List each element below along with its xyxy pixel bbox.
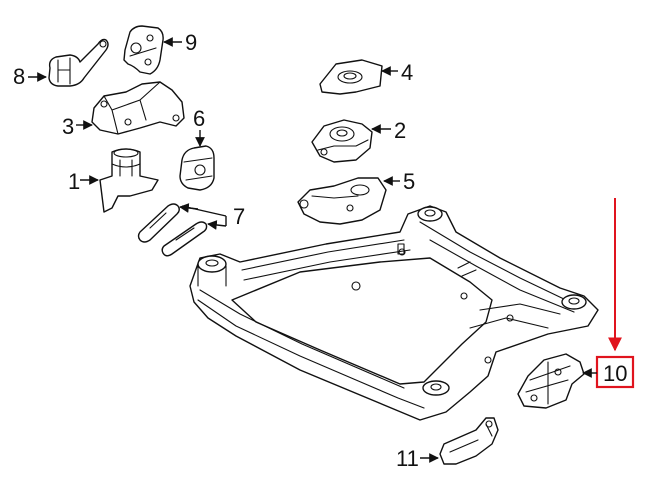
callout-9: 9 (163, 30, 197, 55)
svg-text:9: 9 (185, 30, 197, 55)
callout-4: 4 (381, 60, 413, 85)
part-11-lower-mount (439, 417, 499, 465)
part-7-torque-rods (137, 203, 208, 257)
part-5-lower-bracket (297, 177, 387, 225)
callout-1: 1 (68, 169, 99, 194)
svg-text:4: 4 (401, 60, 413, 85)
part-8-torque-rod (48, 38, 109, 87)
svg-text:6: 6 (193, 106, 205, 131)
svg-text:8: 8 (13, 64, 25, 89)
callout-11: 11 (396, 446, 439, 471)
svg-text:2: 2 (394, 118, 406, 143)
svg-text:10: 10 (603, 361, 627, 386)
callout-2: 2 (371, 118, 406, 143)
callout-7: 7 (179, 203, 245, 230)
callout-5: 5 (383, 169, 415, 194)
part-10-mount (517, 353, 585, 409)
callout-10: 10 (582, 355, 635, 389)
svg-text:3: 3 (62, 114, 74, 139)
part-1-engine-mount (99, 148, 159, 213)
callout-3: 3 (62, 114, 93, 139)
part-9-bracket (123, 25, 164, 75)
part-3-mount-bracket (91, 81, 185, 135)
part-2-bushing-mount (311, 119, 373, 163)
svg-text:1: 1 (68, 169, 80, 194)
part-4-mount-plate (319, 59, 383, 95)
callout-6: 6 (193, 106, 205, 147)
part-6-mount (179, 145, 215, 191)
svg-text:7: 7 (233, 204, 245, 229)
callout-8: 8 (13, 64, 47, 89)
svg-text:11: 11 (396, 446, 419, 471)
svg-text:5: 5 (403, 169, 415, 194)
subframe (189, 205, 599, 421)
